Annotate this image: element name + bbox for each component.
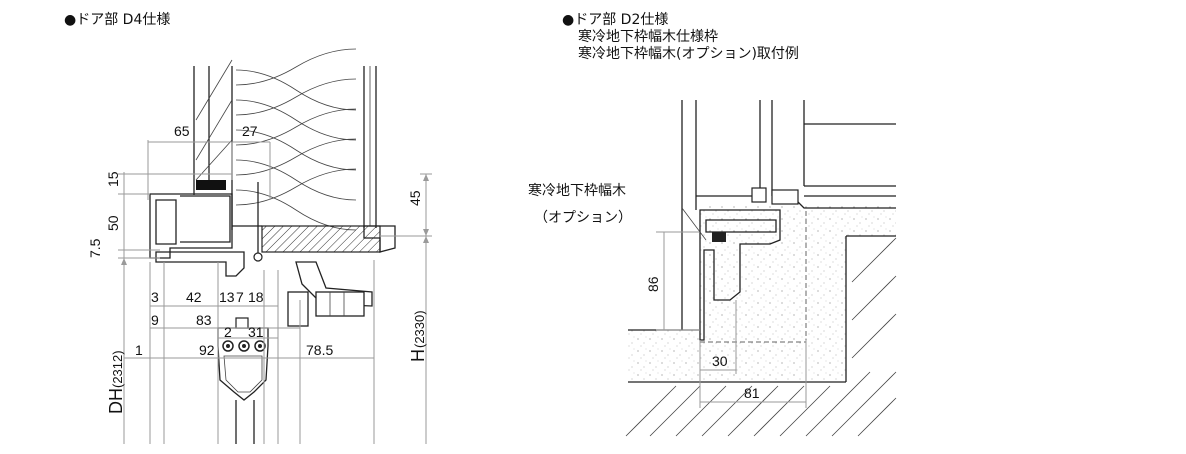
dim-78-5: 78.5 xyxy=(306,342,333,358)
dim-27: 27 xyxy=(242,123,258,139)
right-title-line1: ●ドア部 D2仕様 xyxy=(562,12,669,28)
dim-9: 9 xyxy=(151,312,159,328)
callout-line2: （オプション） xyxy=(534,209,632,225)
right-title-line3: 寒冷地下枠幅木(オプション)取付例 xyxy=(578,46,799,62)
dim-45: 45 xyxy=(407,190,423,206)
left-drawing xyxy=(118,48,432,444)
dim-42: 42 xyxy=(186,289,202,305)
left-title: ●ドア部 D4仕様 xyxy=(64,12,171,28)
dim-83: 83 xyxy=(196,312,212,328)
right-title-line2: 寒冷地下枠幅木仕様枠 xyxy=(578,29,718,45)
dim-3: 3 xyxy=(151,289,159,305)
dim-7-5: 7.5 xyxy=(87,238,103,258)
label-dh-value: (2312) xyxy=(110,350,125,388)
dim-81: 81 xyxy=(744,385,760,401)
dim-65: 65 xyxy=(174,123,190,139)
dim-18: 18 xyxy=(248,289,264,305)
dim-86: 86 xyxy=(645,276,661,292)
dim-7: 7 xyxy=(236,289,244,305)
dim-2: 2 xyxy=(224,324,232,340)
dim-50: 50 xyxy=(105,215,121,231)
dim-13: 13 xyxy=(219,289,235,305)
right-drawing xyxy=(625,100,897,437)
label-h: H xyxy=(408,349,428,362)
label-h-value: (2330) xyxy=(412,310,427,348)
dim-92: 92 xyxy=(199,342,215,358)
dim-30: 30 xyxy=(712,353,728,369)
callout-line1: 寒冷地下枠幅木 xyxy=(528,182,626,198)
dim-1: 1 xyxy=(135,342,143,358)
dim-15: 15 xyxy=(105,171,121,187)
dim-31: 31 xyxy=(248,324,264,340)
label-dh: DH xyxy=(106,388,126,414)
